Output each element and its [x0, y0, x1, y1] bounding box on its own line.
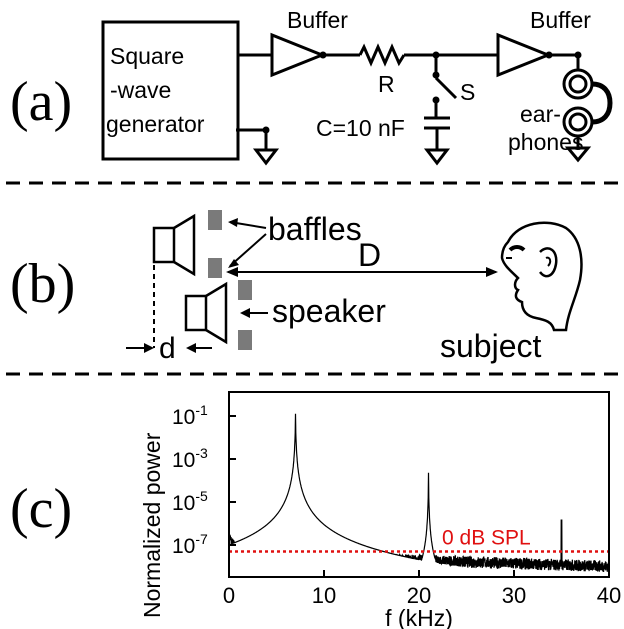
- switch-blade: [434, 76, 458, 100]
- x-tick-label: 20: [407, 583, 431, 608]
- arrowhead: [144, 343, 154, 353]
- power-spectrum-trace: [229, 413, 609, 573]
- buffer2-triangle: [496, 32, 553, 78]
- generator-label-line1: Square: [110, 43, 184, 69]
- baffle: [238, 330, 252, 350]
- x-axis: 0 10 20 30 40 f (kHz): [223, 570, 621, 629]
- distance-d-label: d: [159, 332, 176, 365]
- head-icon: [500, 221, 583, 332]
- y-tick-label: 10-5: [172, 488, 208, 515]
- earphones-label-line2: phones: [508, 129, 583, 155]
- y-axis: 10-1 10-3 10-5 10-7: [172, 402, 236, 558]
- y-axis-label: Normalized power: [139, 432, 165, 618]
- generator-label-line2: -wave: [110, 77, 171, 103]
- ground-symbol: [252, 148, 280, 166]
- ground-symbol: [423, 148, 451, 166]
- generator-label-line3: generator: [106, 111, 205, 137]
- y-tick-label: 10-3: [172, 445, 208, 472]
- capacitor-label: C=10 nF: [316, 115, 405, 141]
- distance-D-label: D: [358, 237, 381, 273]
- switch-contact: [432, 71, 440, 79]
- panel-a: (a) Square -wave generator Buffer R S: [10, 7, 613, 166]
- speaker-label: speaker: [272, 293, 386, 329]
- y-tick-label: 10-7: [172, 531, 208, 558]
- plot-frame: [228, 391, 610, 578]
- panel-b: (b) baffles speaker D: [10, 210, 583, 365]
- x-tick-label: 30: [502, 583, 526, 608]
- speaker-icon: [184, 281, 228, 345]
- x-axis-label: f (kHz): [385, 605, 453, 629]
- panel-c: (c) Normalized power 0 dB SPL 0 10 20 30…: [10, 391, 621, 629]
- x-tick-label: 40: [597, 583, 621, 608]
- earphones-label-line1: ear-: [520, 101, 561, 127]
- switch-label: S: [460, 79, 475, 105]
- arrowhead: [228, 259, 239, 268]
- arrowhead: [486, 267, 498, 277]
- subject-label: subject: [440, 328, 542, 364]
- baffles-arrow: [229, 233, 267, 267]
- speaker-icon: [152, 213, 196, 277]
- arrowhead: [186, 343, 196, 353]
- buffer1-triangle: [270, 32, 327, 78]
- earphones-icon: [562, 68, 613, 163]
- baffles-label: baffles: [268, 211, 362, 247]
- square-wave-generator-box: [101, 20, 240, 161]
- panel-b-label: (b): [10, 253, 75, 315]
- baffle: [208, 258, 222, 278]
- panel-c-label: (c): [10, 478, 72, 540]
- buffer1-label: Buffer: [287, 7, 348, 33]
- resistor-symbol: [358, 43, 406, 67]
- y-tick-label: 10-1: [172, 402, 208, 429]
- baffle: [208, 210, 222, 230]
- buffer2-label: Buffer: [530, 7, 591, 33]
- arrowhead: [228, 218, 238, 227]
- resistor-label: R: [378, 71, 395, 97]
- arrowhead: [226, 267, 238, 277]
- x-tick-label: 0: [223, 583, 235, 608]
- arrowhead: [240, 308, 250, 318]
- threshold-label: 0 dB SPL: [442, 526, 531, 549]
- panel-a-label: (a): [10, 71, 72, 133]
- x-tick-label: 10: [312, 583, 336, 608]
- baffle: [238, 280, 252, 300]
- spectrum-plot: 0 dB SPL: [228, 391, 610, 578]
